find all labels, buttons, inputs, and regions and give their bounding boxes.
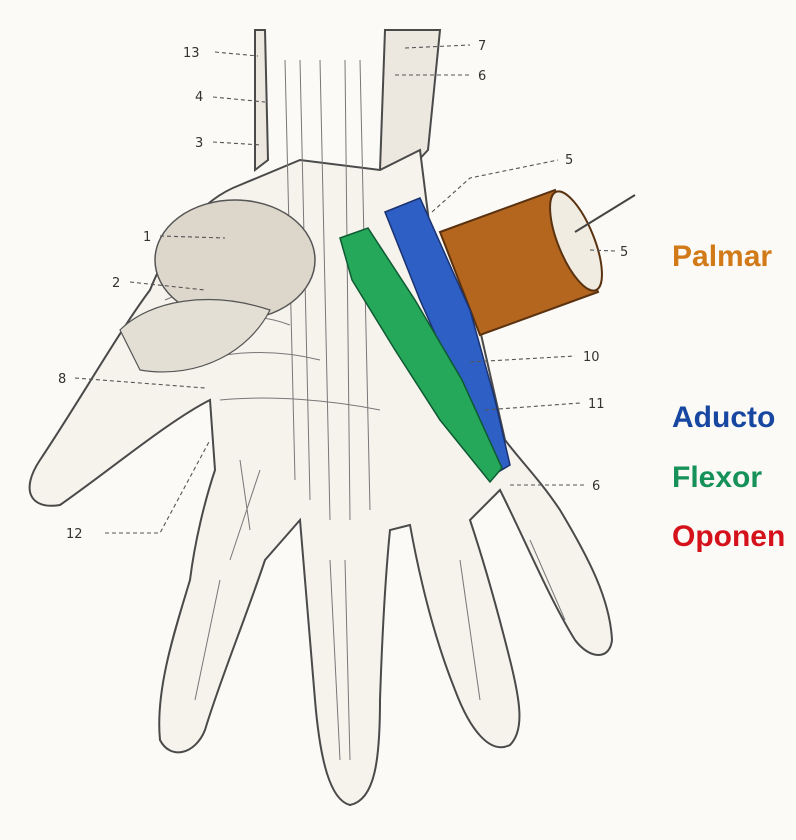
hook-needle	[574, 194, 636, 233]
legend-oponente: Oponen	[672, 520, 786, 553]
label-6-top: 6	[478, 69, 486, 84]
palmaris-brevis-end	[549, 190, 603, 292]
legend-palmar: Palmar	[672, 240, 773, 273]
label-1: 1	[143, 230, 151, 245]
label-2: 2	[112, 276, 120, 291]
label-7: 7	[478, 39, 486, 54]
label-3: 3	[195, 136, 203, 151]
flexor-muscle	[339, 227, 503, 484]
legend-flexor: Flexor	[672, 461, 763, 494]
label-12: 12	[66, 527, 83, 542]
hand-outline	[28, 29, 614, 807]
label-11: 11	[588, 397, 605, 412]
legend-aductor: Aducto	[672, 401, 776, 434]
label-5-mid: 5	[620, 245, 628, 260]
number-labels: 13 4 3 1 2 8 12 7 6 5 5 10 11 6	[58, 39, 628, 542]
label-5-top: 5	[565, 153, 573, 168]
label-4: 4	[195, 90, 203, 105]
label-13: 13	[183, 46, 200, 61]
thumb-muscles	[119, 199, 316, 373]
label-6-bottom: 6	[592, 479, 600, 494]
label-10: 10	[583, 350, 600, 365]
leader-lines	[74, 44, 616, 534]
label-8: 8	[58, 372, 66, 387]
